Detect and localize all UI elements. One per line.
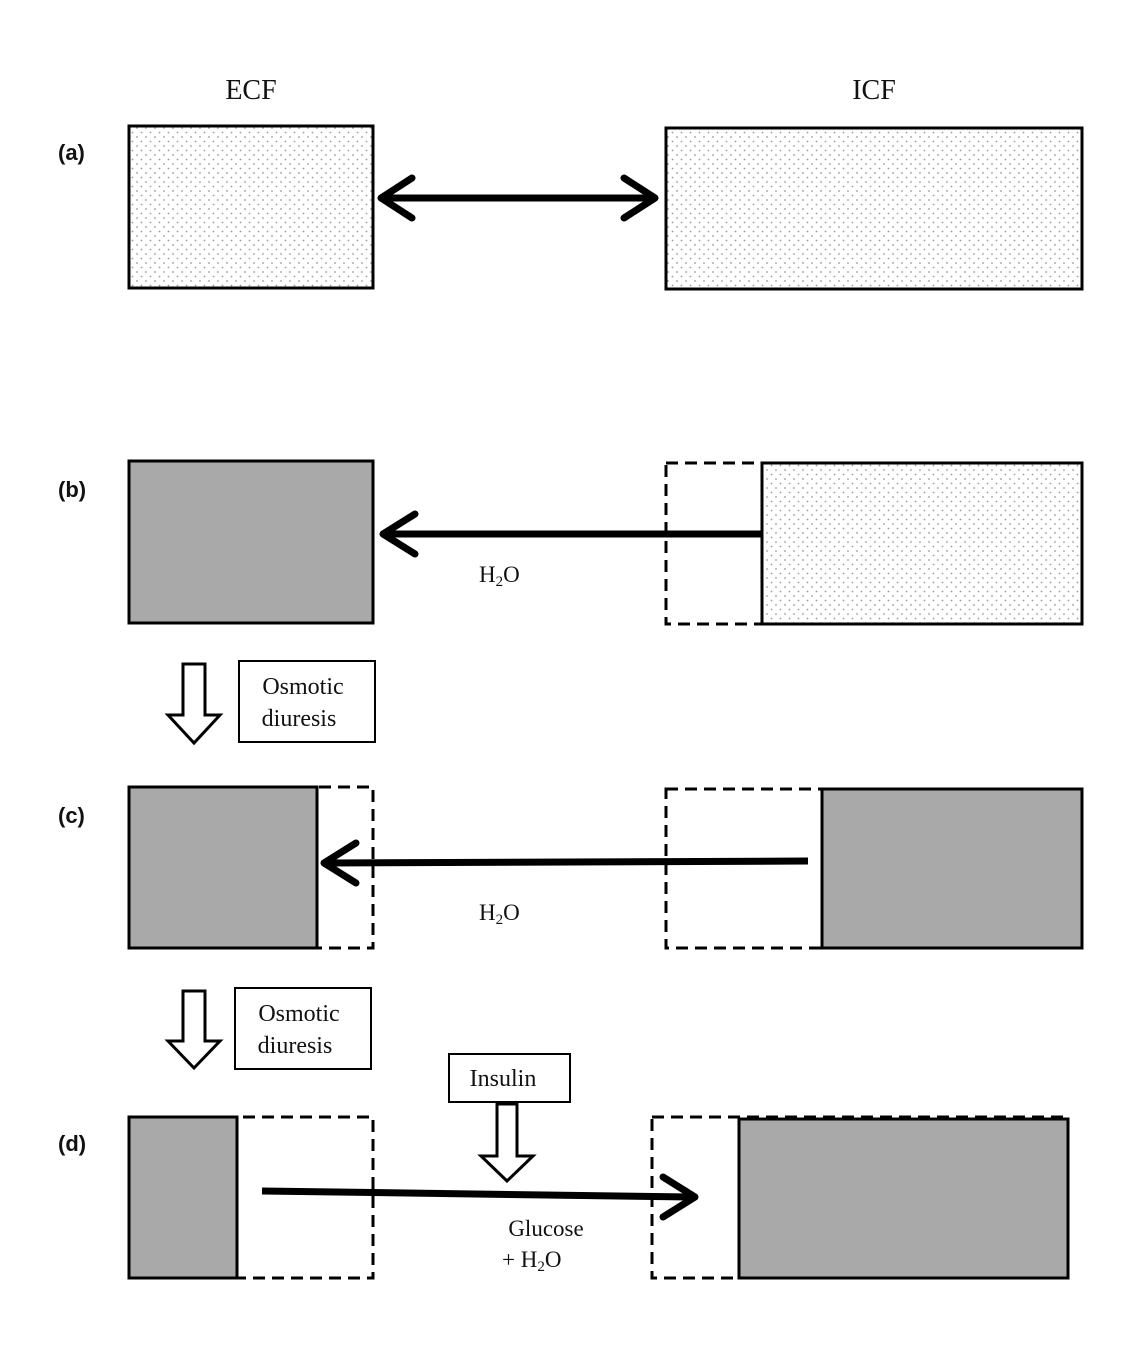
insulin-down-arrow bbox=[477, 1102, 537, 1184]
osmotic-diuresis-box-1 bbox=[238, 660, 376, 743]
down-arrow-step-1 bbox=[164, 662, 224, 746]
osmotic-diuresis-box-2 bbox=[234, 987, 372, 1070]
panel-label-a: (a) bbox=[58, 140, 85, 165]
h2o-label-b: H2O bbox=[479, 562, 520, 590]
down-arrow-step-2 bbox=[164, 989, 224, 1071]
glucose-h2o-label: + H2O bbox=[502, 1247, 561, 1275]
h2o-label-c: H2O bbox=[479, 900, 520, 928]
ecf-box-b bbox=[127, 459, 375, 625]
arrow-b bbox=[379, 510, 762, 558]
icf-box-d bbox=[737, 1117, 1070, 1280]
arrow-c bbox=[320, 839, 809, 887]
arrow-d bbox=[261, 1173, 699, 1221]
osmotic-diuresis-line1-1: Osmotic bbox=[262, 674, 343, 700]
icf-box-c bbox=[820, 787, 1084, 950]
icf-box-b bbox=[760, 461, 1084, 626]
insulin-box bbox=[448, 1053, 571, 1103]
ecf-box-c bbox=[127, 785, 319, 950]
panel-label-c: (c) bbox=[58, 803, 85, 828]
osmotic-diuresis-line1-2: Osmotic bbox=[258, 1001, 339, 1027]
osmotic-diuresis-line2-2: diuresis bbox=[258, 1033, 333, 1059]
osmotic-diuresis-line2-1: diuresis bbox=[262, 706, 337, 732]
panel-label-b: (b) bbox=[58, 477, 86, 502]
glucose-label: Glucose bbox=[508, 1216, 583, 1241]
icf-box-a bbox=[664, 126, 1084, 291]
double-arrow-a bbox=[377, 174, 659, 222]
ecf-box-d bbox=[127, 1115, 239, 1280]
ecf-box-a bbox=[127, 124, 375, 290]
ecf-header: ECF bbox=[225, 75, 276, 106]
icf-header: ICF bbox=[852, 75, 896, 106]
panel-label-d: (d) bbox=[58, 1131, 86, 1156]
insulin-label: Insulin bbox=[470, 1066, 537, 1092]
